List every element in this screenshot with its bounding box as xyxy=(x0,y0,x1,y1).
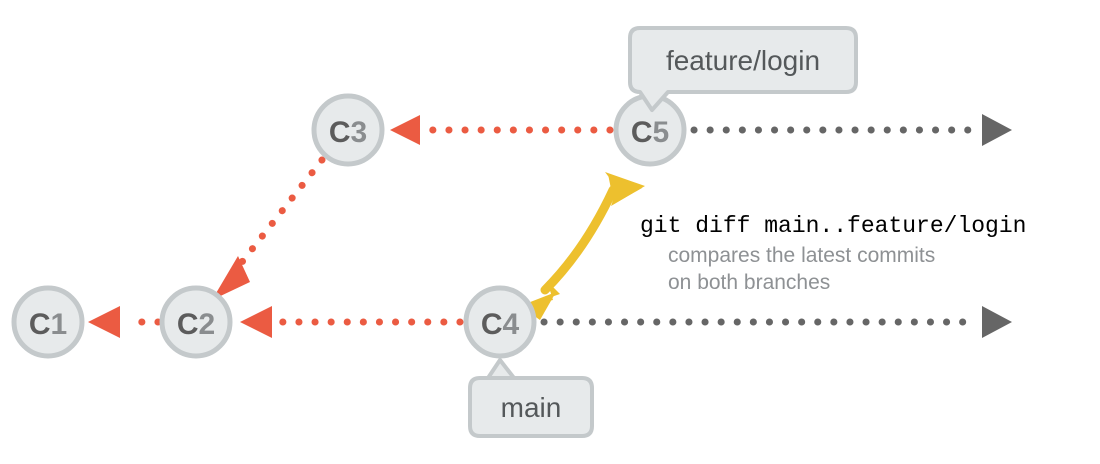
diff-highlight-arrowhead-bottom xyxy=(519,281,560,308)
commit-text-c1: C1 xyxy=(29,308,67,341)
edge-c3-to-c2 xyxy=(212,156,326,300)
diff-highlight-arrowhead-top-fill xyxy=(608,174,642,204)
commit-circle-c2 xyxy=(159,285,233,359)
commit-text-c4: C4 xyxy=(481,308,520,341)
commit-node-c4[interactable]: C4 xyxy=(463,285,537,359)
diff-annotation: git diff main..feature/login compares th… xyxy=(640,213,1026,294)
diff-highlight-shaft xyxy=(540,185,618,295)
commit-text-c5: C5 xyxy=(631,116,669,149)
branch-label-main-text: main xyxy=(501,392,562,423)
commit-text-c2: C2 xyxy=(177,308,215,341)
edge-c4-to-c2 xyxy=(240,306,464,338)
edge-c2-to-c1-arrowhead xyxy=(88,306,120,338)
branch-label-main[interactable]: main xyxy=(468,358,594,438)
commit-circle-c4 xyxy=(463,285,537,359)
commit-text-c3: C3 xyxy=(329,116,367,149)
branch-label-feature-login-bubble xyxy=(628,26,858,112)
commit-node-c2[interactable]: C2 xyxy=(159,285,233,359)
commit-circle-c3 xyxy=(311,93,385,167)
edge-c5-to-c3 xyxy=(390,115,614,145)
commit-node-c1[interactable]: C1 xyxy=(11,285,85,359)
edge-c2-to-c1 xyxy=(88,306,162,338)
diff-note-line-1: compares the latest commits xyxy=(668,244,935,267)
timeline-feature-arrowhead xyxy=(982,114,1012,146)
branch-label-main-bubble xyxy=(468,358,594,438)
timeline-main-future xyxy=(540,306,1012,338)
edge-c4-to-c2-arrowhead xyxy=(240,306,272,338)
edge-c5-to-c3-arrowhead xyxy=(390,115,420,145)
diff-highlight-arrow xyxy=(519,172,645,320)
edge-c3-to-c2-dots xyxy=(238,156,326,266)
branch-label-feature-login[interactable]: feature/login xyxy=(628,26,858,112)
timeline-main-arrowhead xyxy=(982,306,1012,338)
diff-command-text: git diff main..feature/login xyxy=(640,213,1026,239)
diff-note-line-2: on both branches xyxy=(668,271,830,294)
branch-label-feature-login-text: feature/login xyxy=(666,45,820,76)
commit-circle-c1 xyxy=(11,285,85,359)
commit-node-c3[interactable]: C3 xyxy=(311,93,385,167)
timeline-feature-future xyxy=(690,114,1012,146)
diff-highlight-arrowhead-bottom-fill xyxy=(520,292,556,320)
edge-c3-to-c2-arrowhead xyxy=(212,256,250,300)
